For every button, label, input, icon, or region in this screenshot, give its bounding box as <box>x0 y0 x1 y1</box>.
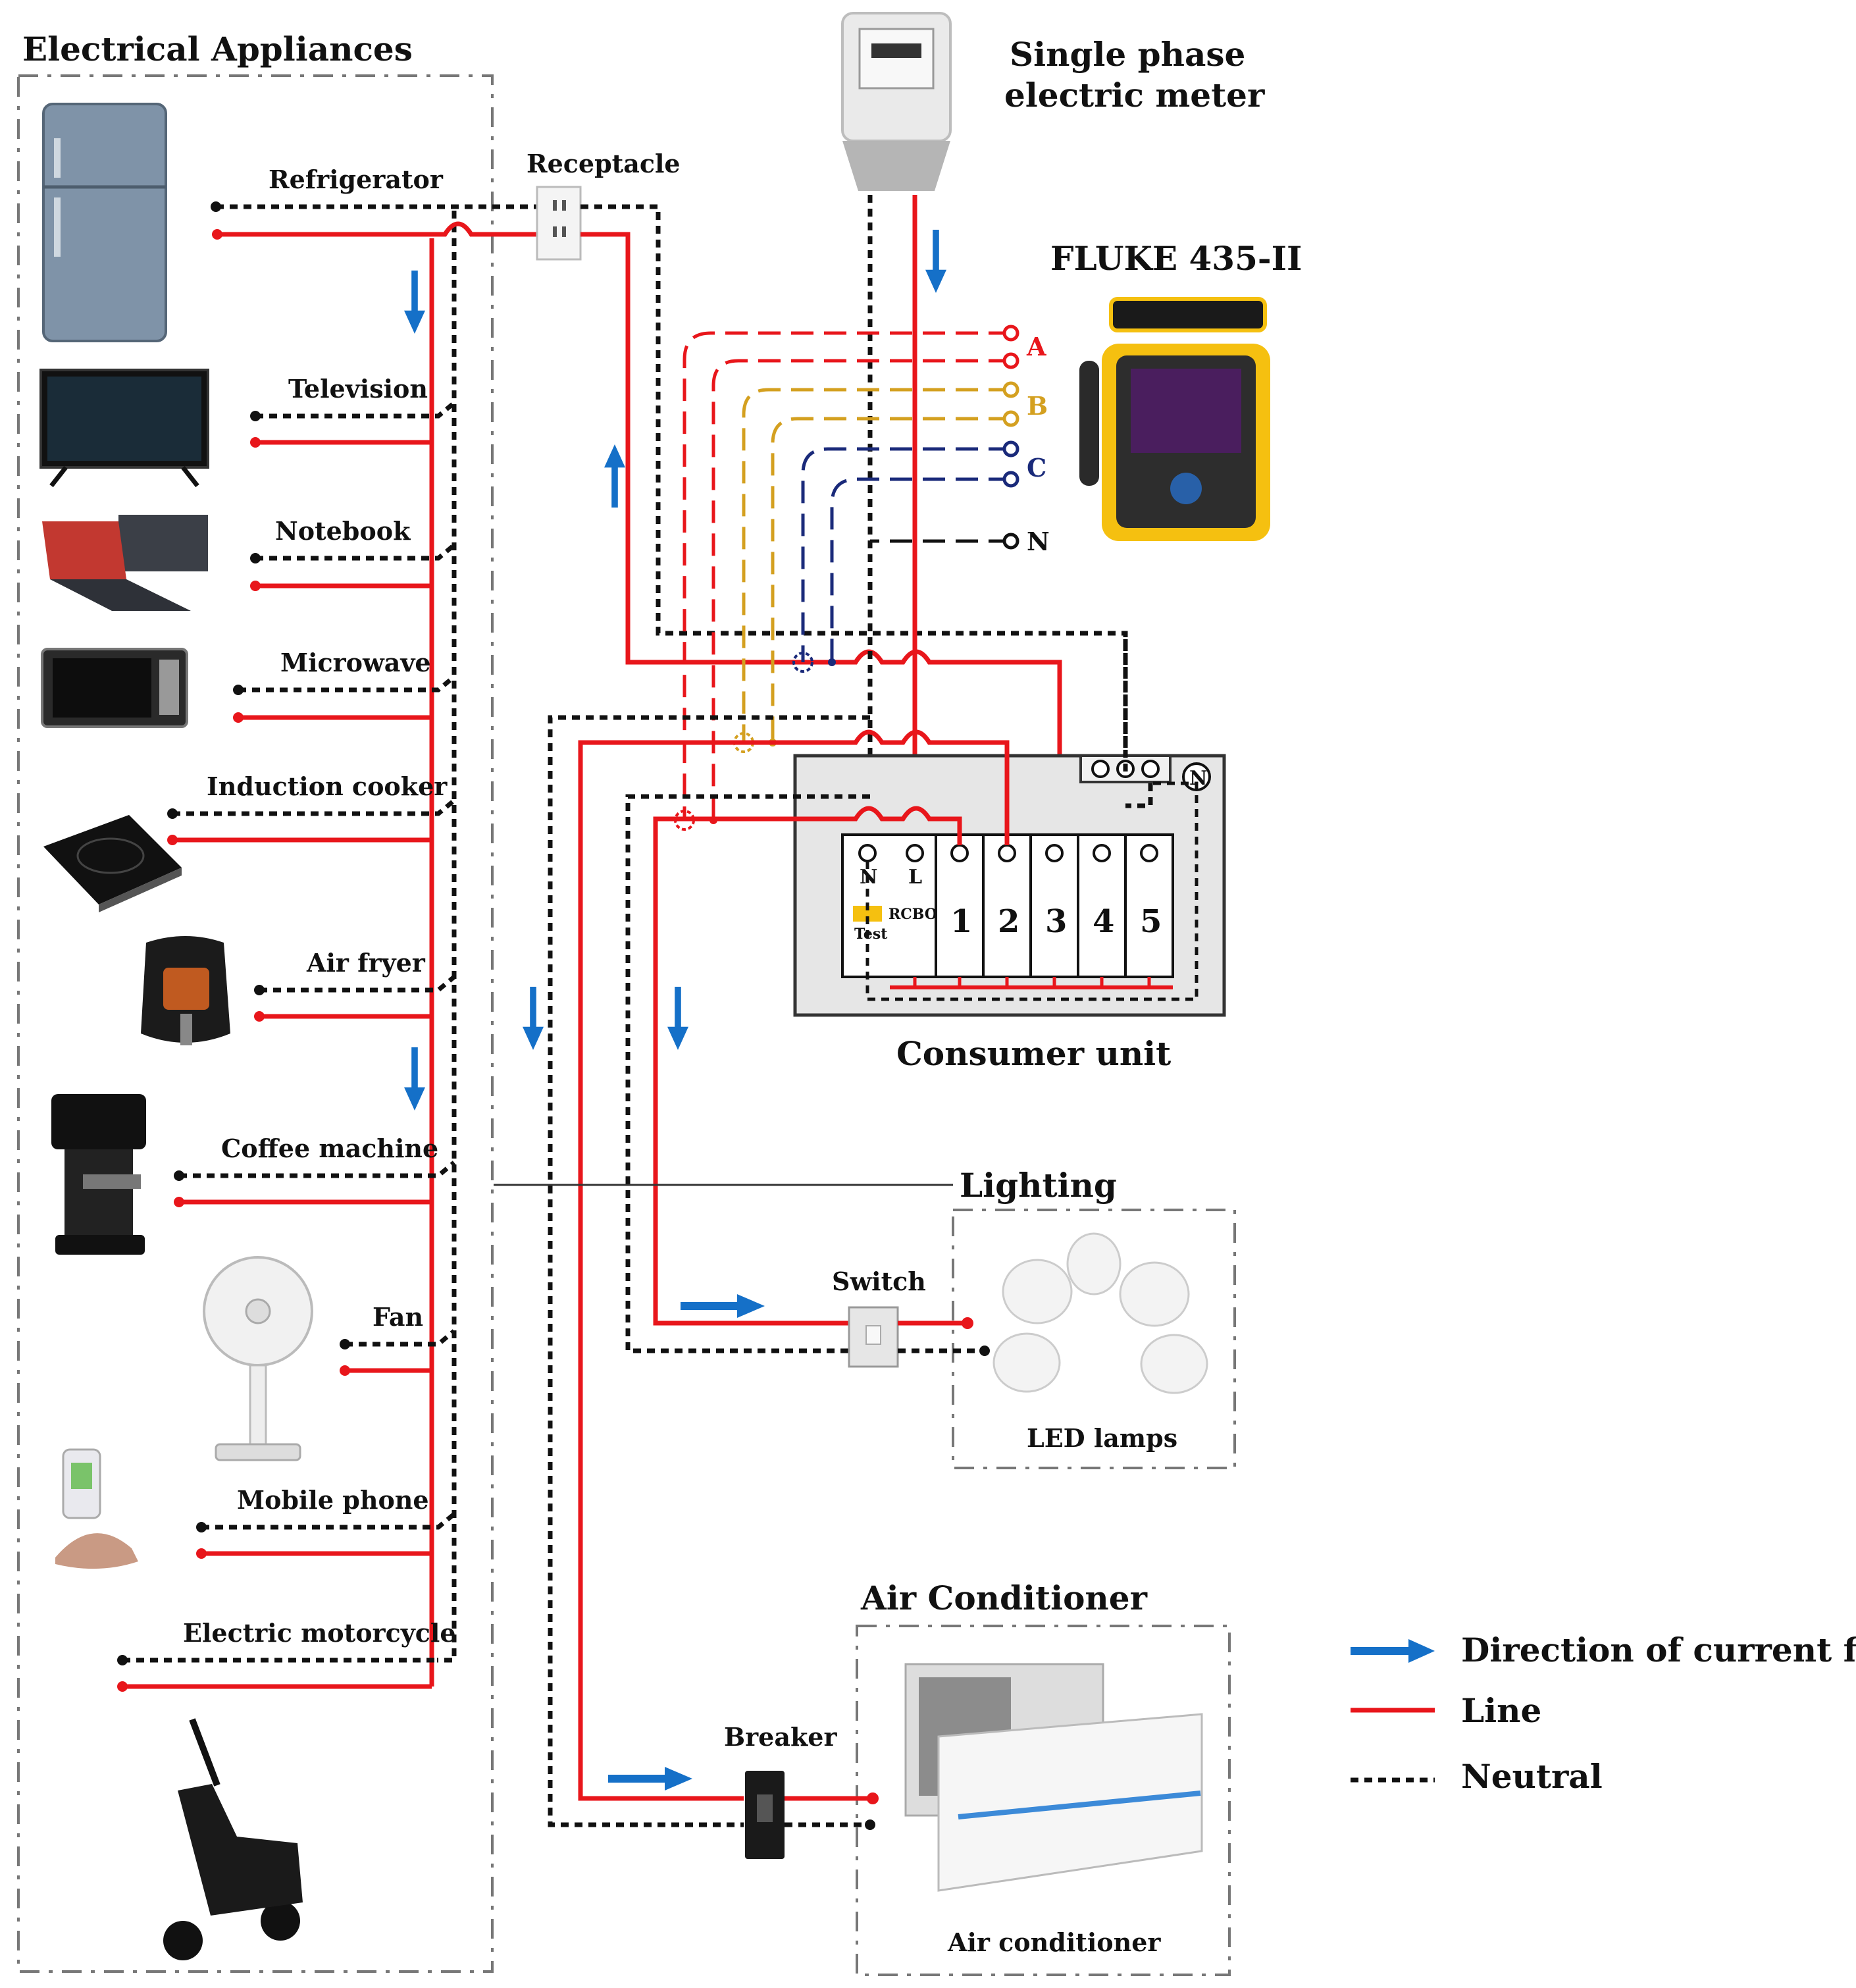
breaker-5-number: 5 <box>1140 903 1162 940</box>
lighting-group-box <box>952 1209 1236 1469</box>
television-icon <box>39 369 209 488</box>
air-fryer-icon <box>141 936 230 1045</box>
switch-label: Switch <box>832 1267 926 1296</box>
appliances-group-box <box>17 74 494 1973</box>
notebook-icon <box>42 515 208 611</box>
coffee-machine-icon <box>51 1094 146 1255</box>
legend-label-line: Line <box>1461 1691 1541 1730</box>
phase-label-n: N <box>1027 527 1050 556</box>
led-lamps-icon <box>992 1232 1208 1394</box>
consumer-unit-title: Consumer unit <box>896 1034 1171 1073</box>
induction-cooker-icon <box>43 815 182 912</box>
phase-label-a: A <box>1026 332 1046 361</box>
rcbo-label: RCBO <box>889 906 937 923</box>
consumer-unit-neutral-symbol: N <box>1189 767 1207 790</box>
phase-label-c: C <box>1027 453 1046 483</box>
flow-arrow-appliances-top <box>404 271 425 334</box>
breaker-2-number: 2 <box>998 903 1019 940</box>
legend-label-flow: Direction of current flow <box>1461 1631 1856 1669</box>
phase-label-b: B <box>1027 391 1048 421</box>
mobile-phone-icon <box>55 1448 138 1569</box>
breaker-3-number: 3 <box>1045 903 1067 940</box>
air-conditioner-icon <box>904 1663 1203 1892</box>
appliance-label-coffee-machine: Coffee machine <box>221 1134 438 1163</box>
breaker-icon <box>745 1771 785 1859</box>
fan-icon <box>203 1256 313 1461</box>
breaker-label: Breaker <box>724 1722 837 1752</box>
appliance-label-fan: Fan <box>373 1302 423 1332</box>
appliance-label-electric-motorcycle: Electric motorcycle <box>183 1618 456 1648</box>
consumer-unit-screws <box>858 844 1158 862</box>
fluke-title: FLUKE 435-II <box>1050 239 1302 278</box>
refrigerator-icon <box>42 103 167 342</box>
appliance-label-notebook: Notebook <box>275 516 411 546</box>
appliance-label-mobile-phone: Mobile phone <box>237 1485 429 1515</box>
breaker-1-number: 1 <box>950 903 972 940</box>
legend: Direction of current flow Line Neutral <box>1351 1631 1856 1796</box>
flow-arrow-lighting-circuit <box>667 987 688 1050</box>
appliance-label-microwave: Microwave <box>280 648 431 677</box>
receptacle-label: Receptacle <box>527 149 681 178</box>
appliance-label-television: Television <box>288 374 428 404</box>
electric-meter-icon <box>841 12 952 191</box>
flow-arrow-meter <box>925 230 946 293</box>
electric-motorcycle-icon <box>163 1718 303 1960</box>
receptacle-icon <box>536 186 582 261</box>
fluke-analyzer-icon <box>1079 297 1270 541</box>
terminal-label-l: L <box>908 866 922 889</box>
appliances-title: Electrical Appliances <box>22 30 413 68</box>
air-conditioner-label: Air conditioner <box>947 1927 1161 1957</box>
led-lamps-label: LED lamps <box>1027 1423 1177 1453</box>
breaker-4-number: 4 <box>1093 903 1114 940</box>
meter-title-line1: Single phase <box>1010 35 1245 74</box>
flow-arrow-ac-breaker <box>608 1767 692 1791</box>
flow-arrow-ac-circuit <box>523 987 544 1050</box>
appliance-label-induction-cooker: Induction cooker <box>207 772 448 801</box>
flow-arrow-receptacle <box>604 444 625 508</box>
meter-title-line2: electric meter <box>1004 76 1265 115</box>
flow-arrow-lighting-switch <box>681 1294 765 1318</box>
air-conditioner-group-title: Air Conditioner <box>860 1579 1148 1617</box>
flow-arrow-appliances-mid <box>404 1047 425 1111</box>
appliance-label-refrigerator: Refrigerator <box>269 165 444 194</box>
legend-label-neutral: Neutral <box>1461 1757 1603 1796</box>
microwave-icon <box>41 648 188 728</box>
rcbo-test-label: Test <box>854 926 888 943</box>
legend-flow-arrow <box>1351 1639 1435 1663</box>
consumer-unit-neutral-screws <box>1091 760 1160 778</box>
appliance-label-air-fryer: Air fryer <box>306 948 426 978</box>
lighting-title: Lighting <box>960 1166 1117 1205</box>
switch-icon <box>848 1306 899 1368</box>
